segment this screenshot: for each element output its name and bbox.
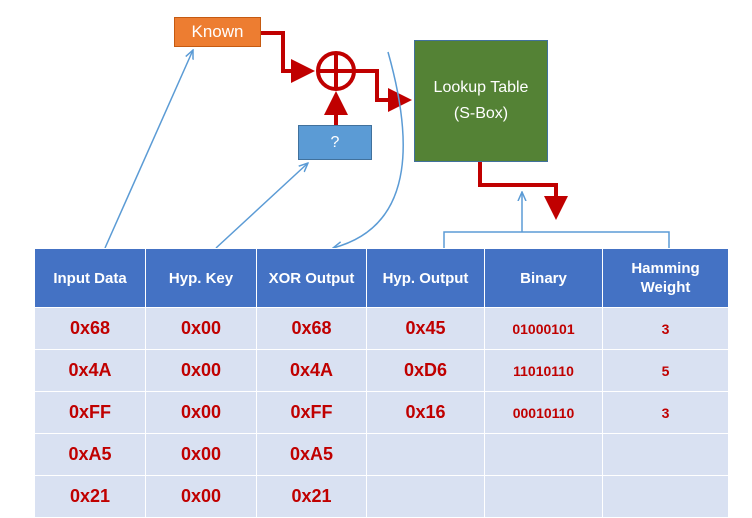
hyp-key-cell: 0x00 xyxy=(145,391,257,434)
header-hyp-key: Hyp. Key xyxy=(145,248,257,308)
hypothesis-key-label: ? xyxy=(330,133,340,151)
known-input-box: Known xyxy=(174,17,261,47)
hamming-weight-cell: 5 xyxy=(602,349,729,392)
hyp-output-cell xyxy=(366,475,485,518)
hyp-output-cell: 0x45 xyxy=(366,307,485,350)
hamming-weight-cell: 3 xyxy=(602,391,729,434)
sbox-title: Lookup Table xyxy=(433,79,529,96)
table-row: 0xA5 0x00 0xA5 xyxy=(34,433,729,476)
binary-cell xyxy=(484,475,603,518)
input-to-known-arrow xyxy=(104,50,193,249)
hypothesis-table: Input Data Hyp. Key XOR Output Hyp. Outp… xyxy=(34,248,729,518)
hyp-output-cell: 0xD6 xyxy=(366,349,485,392)
binary-cell: 00010110 xyxy=(484,391,603,434)
input-data-cell: 0x21 xyxy=(34,475,146,518)
hyp-key-cell: 0x00 xyxy=(145,307,257,350)
sbox-subtitle: (S-Box) xyxy=(453,105,509,122)
header-input-data: Input Data xyxy=(34,248,146,308)
input-data-cell: 0x68 xyxy=(34,307,146,350)
table-row: 0x4A 0x00 0x4A 0xD6 11010110 5 xyxy=(34,349,729,392)
table-row: 0x68 0x00 0x68 0x45 01000101 3 xyxy=(34,307,729,350)
input-data-cell: 0xFF xyxy=(34,391,146,434)
hyp-output-cell: 0x16 xyxy=(366,391,485,434)
output-bracket xyxy=(443,192,670,248)
known-to-xor-wire xyxy=(261,31,315,83)
hamming-weight-cell xyxy=(602,475,729,518)
sbox-lookup-table: Lookup Table (S-Box) xyxy=(414,40,548,162)
table-row: 0x21 0x00 0x21 xyxy=(34,475,729,518)
header-hyp-output: Hyp. Output xyxy=(366,248,485,308)
xor-output-cell: 0x21 xyxy=(256,475,367,518)
hyp-key-cell: 0x00 xyxy=(145,349,257,392)
hyp-key-cell: 0x00 xyxy=(145,475,257,518)
sbox-to-xor-column-arrow xyxy=(333,51,404,248)
header-hamming-weight: Hamming Weight xyxy=(602,248,729,308)
hyp-key-cell: 0x00 xyxy=(145,433,257,476)
hypothesis-key-box: ? xyxy=(298,125,372,160)
input-data-cell: 0xA5 xyxy=(34,433,146,476)
xor-output-cell: 0x4A xyxy=(256,349,367,392)
binary-cell: 01000101 xyxy=(484,307,603,350)
table-header-row: Input Data Hyp. Key XOR Output Hyp. Outp… xyxy=(34,248,729,308)
hamming-weight-cell: 3 xyxy=(602,307,729,350)
binary-cell xyxy=(484,433,603,476)
xor-output-cell: 0xFF xyxy=(256,391,367,434)
header-binary: Binary xyxy=(484,248,603,308)
xor-symbol xyxy=(316,51,356,91)
input-data-cell: 0x4A xyxy=(34,349,146,392)
known-label: Known xyxy=(191,22,244,41)
key-column-to-key-box-arrow xyxy=(215,163,308,249)
xor-to-sbox-wire xyxy=(354,69,412,112)
header-xor-output: XOR Output xyxy=(256,248,367,308)
hamming-weight-cell xyxy=(602,433,729,476)
xor-output-cell: 0xA5 xyxy=(256,433,367,476)
hyp-output-cell xyxy=(366,433,485,476)
xor-output-cell: 0x68 xyxy=(256,307,367,350)
table-row: 0xFF 0x00 0xFF 0x16 00010110 3 xyxy=(34,391,729,434)
sbox-output-wire xyxy=(478,162,568,220)
binary-cell: 11010110 xyxy=(484,349,603,392)
